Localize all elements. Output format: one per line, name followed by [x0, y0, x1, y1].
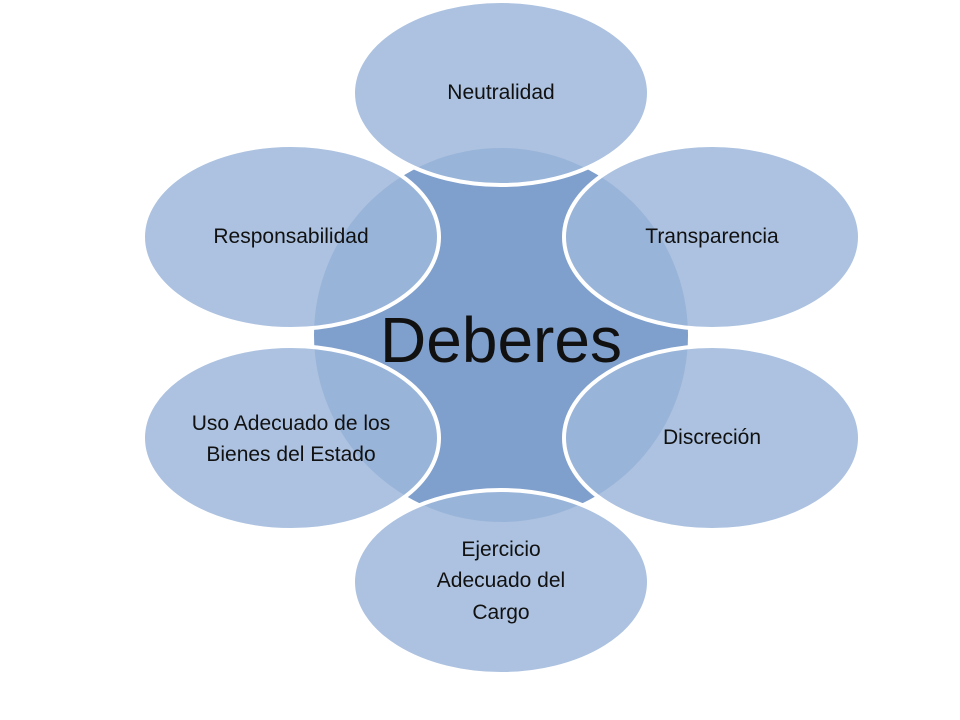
ellipse-transparencia: [562, 143, 862, 331]
ellipse-neutralidad: [351, 0, 651, 187]
ellipse-responsabilidad: [141, 143, 441, 331]
ellipse-ejercicio: [351, 488, 651, 676]
ellipse-uso-adecuado: [141, 344, 441, 532]
ellipse-discrecion: [562, 344, 862, 532]
